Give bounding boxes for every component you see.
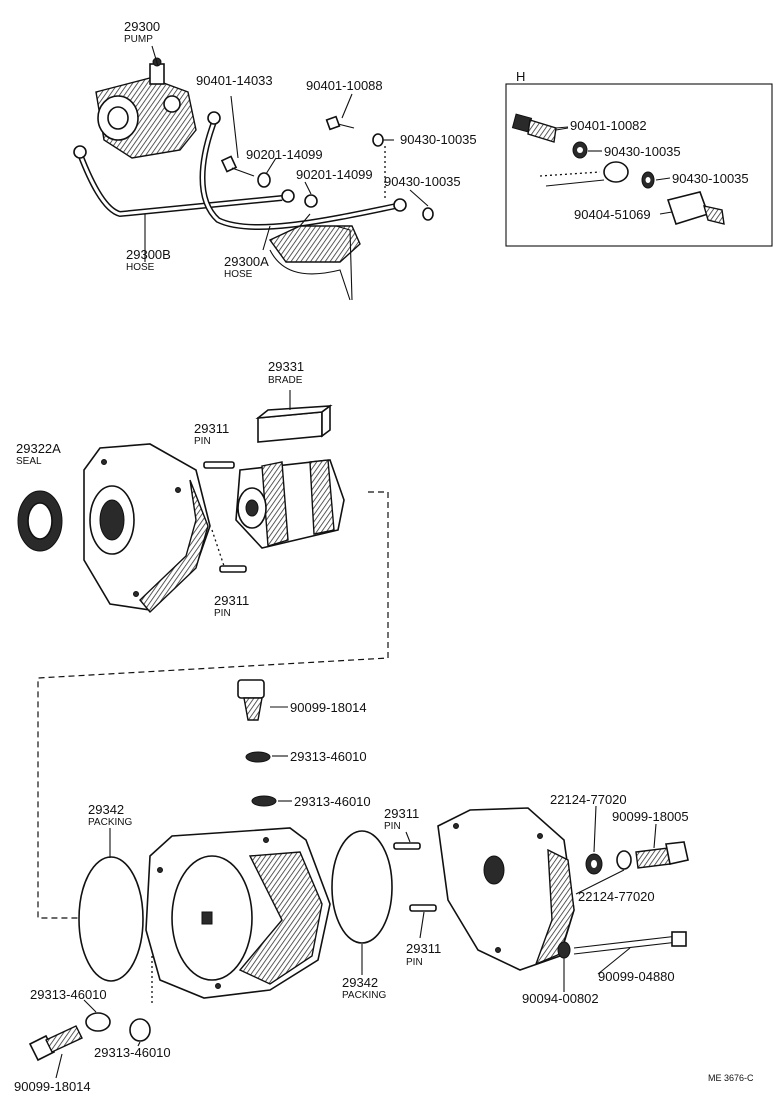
pin-upper-part-number: 29311 <box>194 421 230 436</box>
gasket-46010-a-label: 29313-46010 <box>290 749 367 764</box>
gasket-14099-a-illustration <box>257 172 271 188</box>
gasket-46010-a-illustration <box>245 751 271 763</box>
brade-illustration <box>255 404 333 443</box>
gasket-10035-b-illustration <box>422 207 434 221</box>
packing-right-part-number: 29342 <box>342 975 379 990</box>
pin-bottom-lower-part-number: 29311 <box>406 941 442 956</box>
bolt-04880-label: 90099-04880 <box>598 969 675 984</box>
bolt-14033-label: 90401-14033 <box>196 73 273 88</box>
bolt-18014-bottom-label: 90099-18014 <box>14 1079 91 1094</box>
bolt-04880-illustration <box>573 931 687 955</box>
pin-upper-illustration <box>203 461 235 469</box>
washer-77020-b-illustration <box>616 850 632 870</box>
gasket-10035-b-label: 90430-10035 <box>384 174 461 189</box>
housing-front-illustration <box>83 443 211 614</box>
washer-77020-a-label: 22124-77020 <box>550 792 627 807</box>
bolt-18005-label: 90099-18005 <box>612 809 689 824</box>
pin-upper-name: PIN <box>194 436 211 447</box>
hose-29300b-illustration <box>73 145 295 218</box>
bolt-10088-illustration <box>325 115 355 131</box>
gasket-14099-b-illustration <box>304 194 318 208</box>
washer-77020-a-illustration <box>585 853 603 875</box>
gasket-14099-a-label: 90201-14099 <box>246 147 323 162</box>
reference-code: ME 3676-C <box>708 1073 754 1083</box>
pin-bottom-upper-illustration <box>393 842 421 850</box>
packing-left-illustration <box>78 856 144 982</box>
hose-29300a-illustration <box>199 111 407 231</box>
inset-gasket-10035-a-label: 90430-10035 <box>604 144 681 159</box>
brade-name: BRADE <box>268 375 303 386</box>
bolt-14033-illustration <box>220 155 255 177</box>
pin-bottom-upper-name: PIN <box>384 821 401 832</box>
gasket-46010-b-illustration <box>251 795 277 807</box>
inset-hose-end-illustration <box>539 161 629 187</box>
gasket-10035-a-illustration <box>372 133 384 147</box>
gasket-46010-c-illustration <box>85 1012 111 1032</box>
gasket-14099-b-label: 90201-14099 <box>296 167 373 182</box>
rotor-illustration <box>235 459 345 549</box>
engine-fragment-illustration <box>268 213 361 301</box>
pin-dotted-guide <box>211 529 225 567</box>
pump-housing-illustration <box>145 827 331 999</box>
inset-gasket-10035-a-illustration <box>572 141 588 159</box>
washer-77020-b-label: 22124-77020 <box>578 889 655 904</box>
inset-bolt-10082-illustration <box>511 113 569 143</box>
bottom-leader-lines <box>55 706 657 1079</box>
assembly-dashed-line <box>37 491 389 919</box>
packing-left-name: PACKING <box>88 817 133 828</box>
gasket-10035-a-label: 90430-10035 <box>400 132 477 147</box>
brade-part-number: 29331 <box>268 359 305 374</box>
inset-gasket-10035-b-illustration <box>641 171 655 189</box>
packing-left-part-number: 29342 <box>88 802 125 817</box>
pin-bottom-upper-part-number: 29311 <box>384 806 420 821</box>
pump-part-number: 29300 <box>124 19 161 34</box>
gasket-46010-b-label: 29313-46010 <box>294 794 371 809</box>
pump-name: PUMP <box>124 34 153 45</box>
gasket-46010-c-label: 29313-46010 <box>30 987 107 1002</box>
inset-bolt-10082-label: 90401-10082 <box>570 118 647 133</box>
pin-lower-part-number: 29311 <box>214 593 250 608</box>
bolt-18014-top-label: 90099-18014 <box>290 700 367 715</box>
inset-leader-lines <box>555 126 673 215</box>
bolt-10088-label: 90401-10088 <box>306 78 383 93</box>
packing-right-illustration <box>331 830 393 944</box>
washer-00802-label: 90094-00802 <box>522 991 599 1006</box>
bolt-18005-illustration <box>635 841 689 869</box>
inset-union-51069-illustration <box>666 191 725 225</box>
pump-illustration <box>95 57 197 159</box>
bolt-18014-top-illustration <box>237 679 265 721</box>
pin-bottom-lower-illustration <box>409 904 437 912</box>
seal-illustration <box>17 490 63 552</box>
cover-plate-illustration <box>437 807 575 971</box>
seal-name: SEAL <box>16 456 42 467</box>
top-leader-lines <box>144 45 429 262</box>
inset-gasket-10035-b-label: 90430-10035 <box>672 171 749 186</box>
pin-lower-illustration <box>219 565 247 573</box>
bolt-18014-bottom-illustration <box>28 1025 83 1062</box>
gasket-46010-d-label: 29313-46010 <box>94 1045 171 1060</box>
hose-a-name: HOSE <box>224 269 253 280</box>
hose-b-part-number: 29300B <box>126 247 171 262</box>
inset-h-frame <box>505 83 773 247</box>
inset-h-title: H <box>516 69 526 84</box>
pin-bottom-lower-name: PIN <box>406 957 423 968</box>
gasket-46010-d-illustration <box>129 1018 151 1042</box>
hose-a-part-number: 29300A <box>224 254 269 269</box>
hose-b-name: HOSE <box>126 262 155 273</box>
inset-union-51069-label: 90404-51069 <box>574 207 651 222</box>
pin-lower-name: PIN <box>214 608 231 619</box>
packing-right-name: PACKING <box>342 990 387 1001</box>
seal-part-number: 29322A <box>16 441 61 456</box>
washer-00802-illustration <box>557 941 571 959</box>
